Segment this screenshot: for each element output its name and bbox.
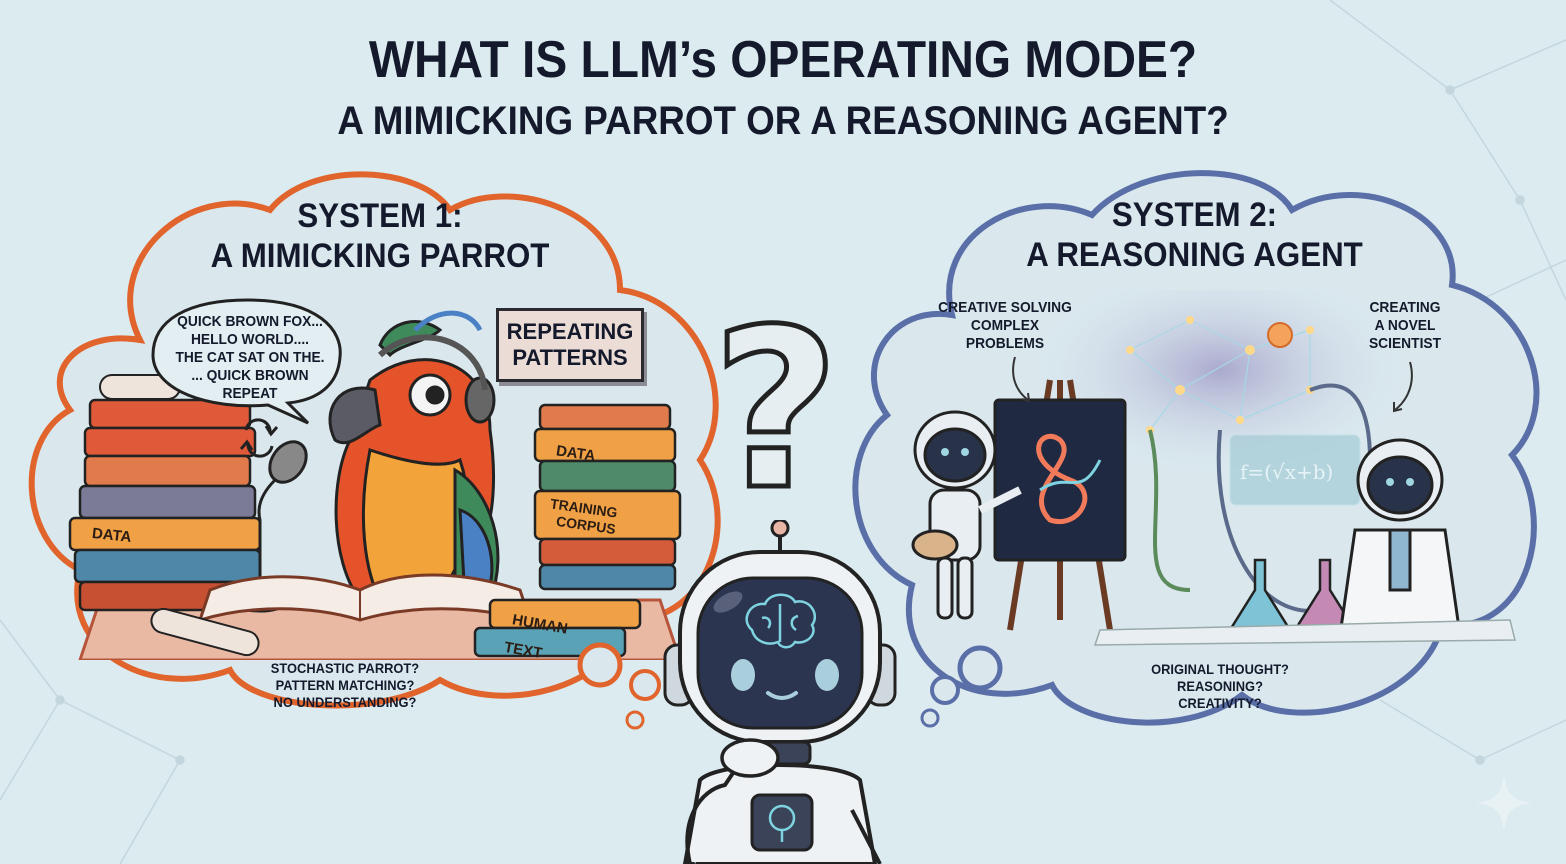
page-subtitle: A MIMICKING PARROT OR A REASONING AGENT? — [337, 99, 1229, 143]
repeat-icon — [239, 418, 279, 458]
brain-icon — [745, 593, 817, 649]
sparkle-icon — [1476, 775, 1532, 831]
formula-text: f=(√x+b) — [1240, 460, 1334, 484]
chest-gear-icon — [768, 804, 796, 842]
speech-bubble-shape — [151, 298, 342, 425]
speech-bubble-text: QUICK BROWN FOX... HELLO WORLD.... THE C… — [175, 313, 325, 402]
thought-dots-left — [577, 642, 661, 730]
repeating-patterns-sign: REPEATING PATTERNS — [496, 308, 644, 382]
system2-caption: ORIGINAL THOUGHT? REASONING? CREATIVITY? — [1151, 661, 1289, 711]
thought-dots-right — [920, 645, 1003, 728]
robot-icon — [663, 520, 897, 864]
parrot-illustration — [68, 310, 682, 660]
canvas — [993, 398, 1127, 562]
question-mark-icon: ? — [710, 282, 843, 538]
system2-title: SYSTEM 2: A REASONING AGENT — [1026, 196, 1363, 274]
label-novel-scientist: CREATING A NOVEL SCIENTIST — [1368, 299, 1442, 352]
arrow-icon — [1012, 356, 1031, 403]
system1-title: SYSTEM 1: A MIMICKING PARROT — [210, 197, 550, 275]
header: WHAT IS LLM’s OPERATING MODE? A MIMICKIN… — [0, 30, 1566, 146]
reasoning-agent-illustration — [911, 290, 1516, 646]
flask-icon — [1227, 558, 1293, 632]
arrow-icon — [1393, 361, 1413, 413]
label-creative-solving: CREATIVE SOLVING COMPLEX PROBLEMS — [938, 299, 1072, 352]
system1-caption: STOCHASTIC PARROT? PATTERN MATCHING? NO … — [270, 660, 420, 710]
lightbulb-icon — [1267, 322, 1293, 348]
page-title: WHAT IS LLM’s OPERATING MODE? — [368, 31, 1198, 89]
